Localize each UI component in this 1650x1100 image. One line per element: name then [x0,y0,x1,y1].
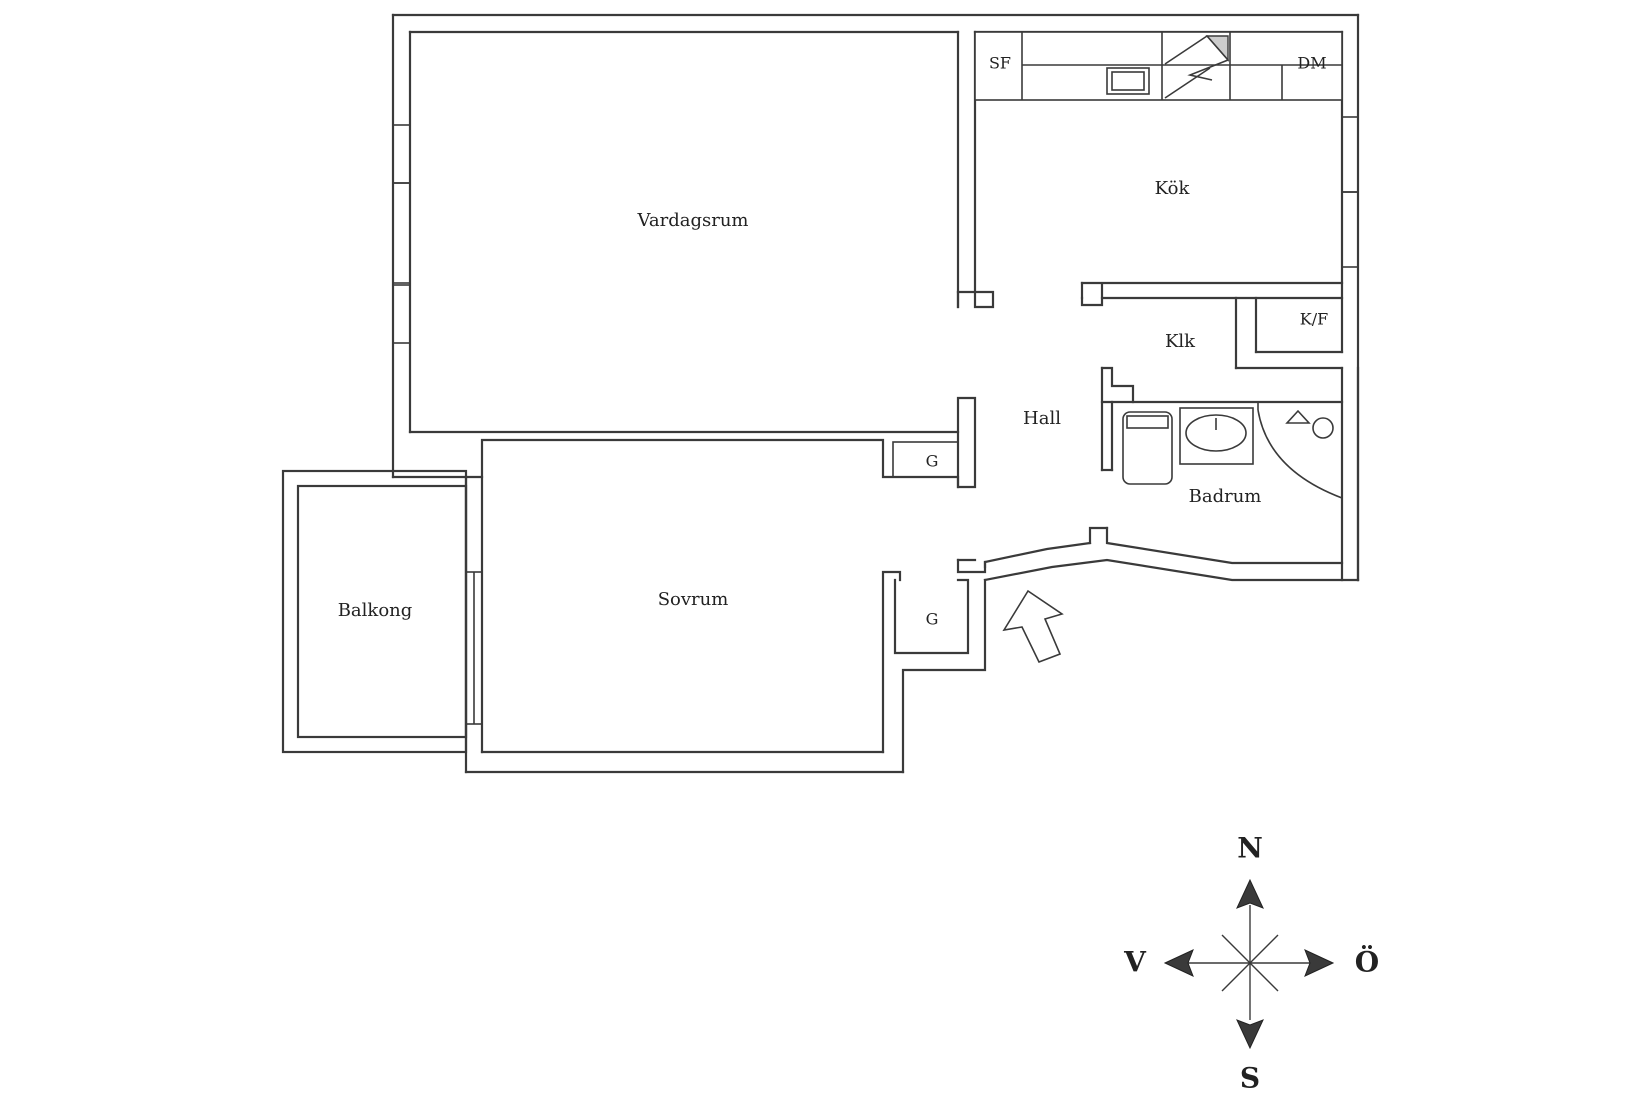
room-label-sovrum: Sovrum [658,589,729,610]
compass-label-north: N [1237,832,1263,865]
fixture-label-kf: K/F [1300,310,1328,329]
triangle-icon [1285,409,1311,424]
drain-icon [1312,417,1334,439]
room-label-vardagsrum: Vardagsrum [637,210,749,231]
toilet-icon [1122,411,1173,485]
east-arrow-icon [1304,949,1335,977]
fixture-label-dm: DM [1297,54,1326,73]
room-labels: Vardagsrum Kök Klk Hall Badrum Sovrum Ba… [338,54,1329,629]
fixture-label-sf: SF [989,54,1011,73]
shower-door-icon [1257,409,1343,499]
compass-label-east: Ö [1355,945,1379,979]
bathroom-fixtures [1122,402,1343,499]
room-label-badrum: Badrum [1189,486,1262,507]
compass-label-south: S [1240,1062,1260,1095]
room-label-klk: Klk [1165,331,1196,352]
west-arrow-icon [1163,949,1194,977]
compass-rose: N S V Ö [1123,832,1379,1095]
north-arrow-icon [1236,878,1264,909]
washbasin-icon [1179,407,1254,465]
fixture-label-garderob-hall: G [926,452,939,471]
entry-arrow-icon [1002,589,1064,664]
walls [281,13,1360,774]
kitchen-counter [974,31,1343,101]
room-label-hall: Hall [1023,408,1061,429]
compass-label-west: V [1123,946,1147,979]
south-arrow-icon [1236,1019,1264,1050]
room-label-balkong: Balkong [338,600,413,621]
room-label-kok: Kök [1155,178,1191,199]
fixture-label-garderob-sovrum: G [926,610,939,629]
